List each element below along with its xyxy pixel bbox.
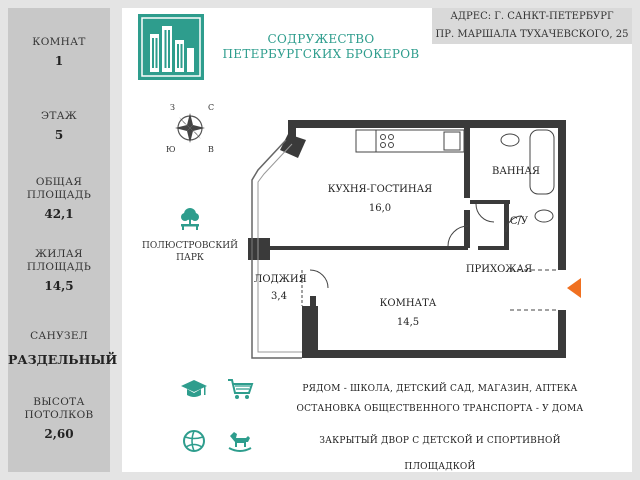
volleyball-icon (183, 430, 205, 452)
feature-text: ОСТАНОВКА ОБЩЕСТВЕННОГО ТРАНСПОРТА - У Д… (296, 404, 584, 414)
compass-label-ne: С (208, 103, 215, 112)
floorplan-drawing (248, 120, 566, 359)
room-area: 14,5 (396, 317, 420, 328)
room-name: КОМНАТА (379, 298, 437, 309)
stat-value: 14,5 (44, 279, 74, 293)
stat-floor: ЭТАЖ 5 (8, 110, 110, 142)
feature-text: ЗАКРЫТЫЙ ДВОР С ДЕТСКОЙ И СПОРТИВНОЙ ПЛО… (319, 436, 561, 472)
tree-bench-icon (181, 208, 199, 230)
park-name-line2: ПАРК (176, 253, 204, 263)
floorplan-panel: СОДРУЖЕСТВО ПЕТЕРБУРГСКИХ БРОКЕРОВ АДРЕС… (122, 8, 632, 472)
company-name-line2: ПЕТЕРБУРГСКИХ БРОКЕРОВ (222, 47, 420, 61)
stat-bathroom: САНУЗЕЛ РАЗДЕЛЬНЫЙ (8, 330, 118, 367)
entrance-arrow-icon (567, 278, 581, 298)
room-bathroom: ВАННАЯ (486, 166, 546, 177)
stat-label: ЭТАЖ (41, 110, 77, 122)
info-sidebar: КОМНАТ 1 ЭТАЖ 5 ОБЩАЯ ПЛОЩАДЬ 42,1 ЖИЛАЯ… (8, 8, 118, 472)
rocking-horse-icon (228, 432, 252, 452)
stat-rooms: КОМНАТ 1 (8, 36, 110, 68)
room-name: С/У (509, 216, 529, 227)
stat-value: 5 (54, 128, 64, 142)
compass-label-se: В (208, 145, 214, 154)
stat-label: САНУЗЕЛ (30, 330, 88, 342)
company-name-line1: СОДРУЖЕСТВО (267, 32, 375, 46)
buildings-icon (141, 17, 201, 77)
compass-rose-icon (175, 113, 205, 143)
room-area: 3,4 (271, 291, 287, 302)
compass-label-sw: Ю (166, 145, 176, 154)
room-bedroom: КОМНАТА 14,5 (368, 298, 448, 328)
graduation-cap-icon (181, 380, 207, 397)
room-hallway: ПРИХОЖАЯ (464, 264, 534, 275)
apartment-floorplan: КУХНЯ-ГОСТИНАЯ 16,0 ВАННАЯ С/У ПРИХОЖАЯ … (248, 120, 566, 365)
stat-total-area: ОБЩАЯ ПЛОЩАДЬ 42,1 (8, 176, 110, 221)
stat-label: ЖИЛАЯ ПЛОЩАДЬ (26, 248, 92, 273)
feature-row: ЗАКРЫТЫЙ ДВОР С ДЕТСКОЙ И СПОРТИВНОЙ ПЛО… (180, 428, 630, 472)
stat-value: 42,1 (44, 207, 74, 221)
room-name: ПРИХОЖАЯ (465, 264, 533, 275)
room-loggia: ЛОДЖИЯ 3,4 (254, 274, 307, 302)
feature-text: РЯДОМ - ШКОЛА, ДЕТСКИЙ САД, МАГАЗИН, АПТ… (302, 384, 578, 394)
address-box: АДРЕС: Г. САНКТ-ПЕТЕРБУРГ ПР. МАРШАЛА ТУ… (432, 8, 632, 44)
stat-label: КОМНАТ (32, 36, 86, 48)
company-name: СОДРУЖЕСТВО ПЕТЕРБУРГСКИХ БРОКЕРОВ (218, 32, 424, 62)
feature-row: РЯДОМ - ШКОЛА, ДЕТСКИЙ САД, МАГАЗИН, АПТ… (180, 376, 630, 402)
company-logo (138, 14, 204, 80)
room-name: КУХНЯ-ГОСТИНАЯ (327, 184, 433, 195)
park-name-line1: ПОЛЮСТРОВСКИЙ (142, 241, 238, 251)
room-kitchen-living: КУХНЯ-ГОСТИНАЯ 16,0 (310, 184, 450, 214)
room-area: 16,0 (368, 203, 392, 214)
stat-value: РАЗДЕЛЬНЫЙ (8, 352, 118, 367)
room-wc: С/У (504, 216, 534, 227)
feature-row: ОСТАНОВКА ОБЩЕСТВЕННОГО ТРАНСПОРТА - У Д… (180, 396, 630, 422)
park-info: ПОЛЮСТРОВСКИЙ ПАРК (138, 206, 242, 264)
stat-value: 1 (54, 54, 64, 68)
stat-living-area: ЖИЛАЯ ПЛОЩАДЬ 14,5 (8, 248, 110, 293)
stat-ceiling-height: ВЫСОТА ПОТОЛКОВ 2,60 (8, 396, 110, 441)
compass: З С Ю В (164, 103, 216, 157)
room-name: ЛОДЖИЯ (254, 274, 307, 285)
stat-label: ОБЩАЯ ПЛОЩАДЬ (26, 176, 92, 201)
shopping-cart-icon (228, 379, 254, 399)
address-street: ПР. МАРШАЛА ТУХАЧЕВСКОГО, 25 (435, 29, 629, 40)
stat-label: ВЫСОТА ПОТОЛКОВ (24, 396, 94, 421)
address-city: АДРЕС: Г. САНКТ-ПЕТЕРБУРГ (450, 11, 614, 22)
park-name: ПОЛЮСТРОВСКИЙ ПАРК (138, 240, 242, 264)
room-name: ВАННАЯ (491, 166, 540, 177)
compass-label-nw: З (170, 103, 175, 112)
stat-value: 2,60 (44, 427, 74, 441)
